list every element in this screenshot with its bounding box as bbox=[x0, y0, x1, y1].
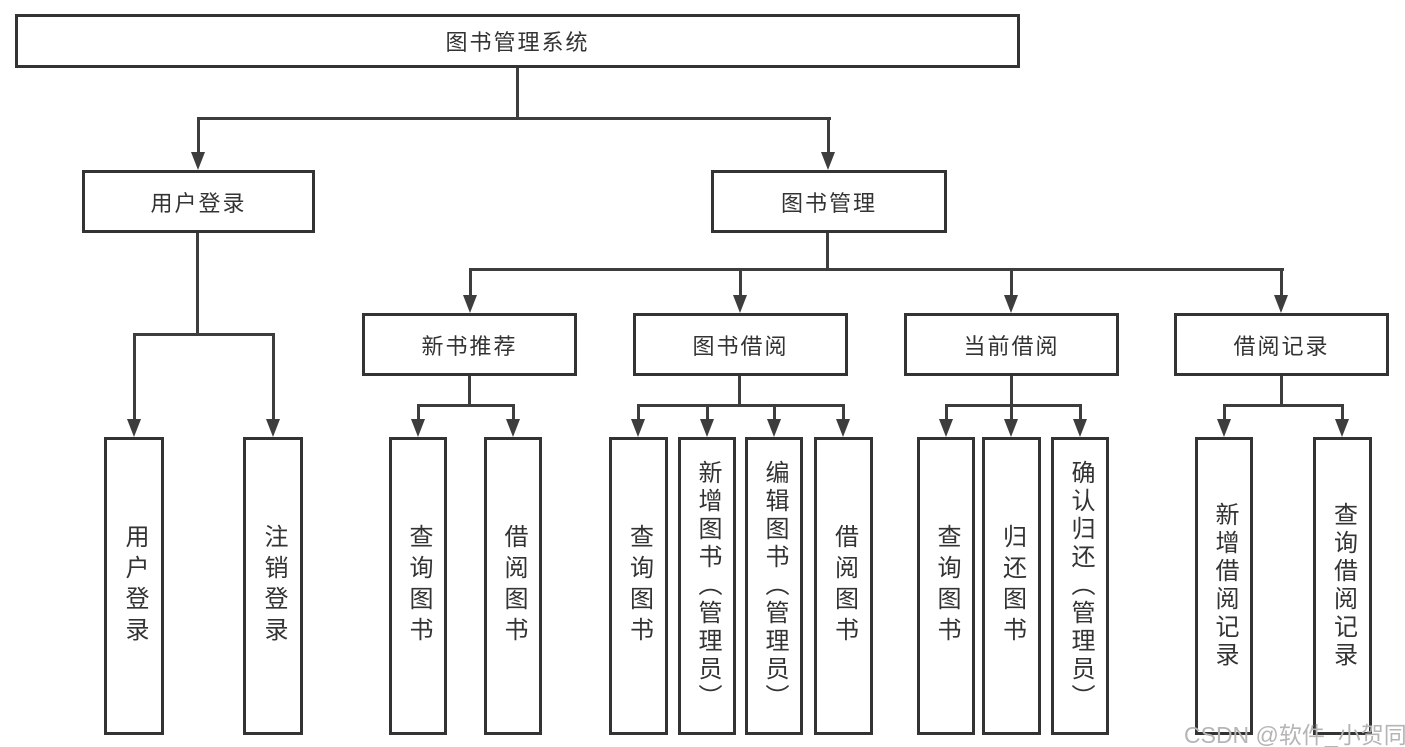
arrowhead-bb-borrow bbox=[836, 419, 850, 437]
node-user-login: 用户登录 bbox=[82, 170, 315, 233]
connector-new-books-stem bbox=[468, 376, 471, 407]
connector-book-borrow-splitter bbox=[637, 404, 845, 407]
connector-drop-nb-query bbox=[417, 404, 420, 419]
leaf-nb-borrow-books-label: 借阅图书 bbox=[500, 524, 527, 648]
connector-drop-login bbox=[133, 333, 136, 419]
node-current-borrow: 当前借阅 bbox=[904, 313, 1119, 376]
leaf-bb-borrow-books: 借阅图书 bbox=[814, 437, 873, 735]
arrowhead-bb-edit bbox=[767, 419, 781, 437]
connector-current-borrow-splitter bbox=[945, 404, 1082, 407]
node-user-login-label: 用户登录 bbox=[150, 190, 247, 216]
arrowhead-new-books bbox=[463, 295, 477, 313]
connector-drop-br-add bbox=[1223, 404, 1226, 419]
connector-drop-nb-borrow bbox=[512, 404, 515, 419]
node-new-books: 新书推荐 bbox=[362, 313, 577, 376]
node-book-mgmt-label: 图书管理 bbox=[780, 190, 877, 216]
connector-book-mgmt-stem bbox=[826, 233, 829, 271]
connector-drop-book-borrow bbox=[739, 268, 742, 295]
connector-user-login-stem bbox=[196, 233, 199, 336]
connector-drop-borrow-records bbox=[1280, 268, 1283, 295]
leaf-cb-return-books: 归还图书 bbox=[982, 437, 1041, 735]
leaf-cb-query-books-label: 查询图书 bbox=[933, 524, 960, 648]
connector-current-borrow-stem bbox=[1010, 376, 1013, 407]
arrowhead-user-login bbox=[191, 152, 205, 170]
arrowhead-book-mgmt bbox=[821, 152, 835, 170]
leaf-br-query-record: 查询借阅记录 bbox=[1313, 437, 1372, 735]
connector-drop-cb-confirm bbox=[1079, 404, 1082, 419]
leaf-bb-add-books: 新增图书（管理员） bbox=[678, 437, 736, 735]
leaf-bb-edit-books-label: 编辑图书（管理员） bbox=[761, 460, 788, 712]
leaf-cb-return-books-label: 归还图书 bbox=[998, 524, 1026, 648]
leaf-nb-query-books: 查询图书 bbox=[389, 437, 447, 735]
arrowhead-bb-query bbox=[631, 419, 645, 437]
arrowhead-logout bbox=[266, 419, 280, 437]
arrowhead-nb-borrow bbox=[506, 419, 520, 437]
arrowhead-cb-query bbox=[939, 419, 953, 437]
leaf-cb-confirm-return: 确认归还（管理员） bbox=[1051, 437, 1109, 735]
leaf-cb-confirm-return-label: 确认归还（管理员） bbox=[1067, 460, 1094, 712]
arrowhead-borrow-records bbox=[1274, 295, 1288, 313]
connector-drop-user-login bbox=[197, 117, 200, 152]
node-borrow-records-label: 借阅记录 bbox=[1233, 333, 1330, 359]
connector-drop-br-query bbox=[1341, 404, 1344, 419]
leaf-login: 用户登录 bbox=[104, 437, 164, 735]
connector-borrow-records-splitter bbox=[1223, 404, 1344, 407]
arrowhead-cb-return bbox=[1004, 419, 1018, 437]
connector-drop-bb-query bbox=[637, 404, 640, 419]
node-borrow-records: 借阅记录 bbox=[1174, 313, 1389, 376]
arrowhead-br-query bbox=[1335, 419, 1349, 437]
arrowhead-book-borrow bbox=[733, 295, 747, 313]
node-book-mgmt: 图书管理 bbox=[711, 170, 947, 233]
leaf-cb-query-books: 查询图书 bbox=[917, 437, 975, 735]
connector-drop-book-mgmt bbox=[827, 117, 830, 152]
connector-user-login-splitter bbox=[133, 333, 275, 336]
leaf-bb-edit-books: 编辑图书（管理员） bbox=[745, 437, 803, 735]
arrowhead-br-add bbox=[1217, 419, 1231, 437]
connector-drop-bb-edit bbox=[773, 404, 776, 419]
leaf-br-query-record-label: 查询借阅记录 bbox=[1329, 502, 1357, 670]
connector-root-splitter bbox=[197, 117, 831, 120]
leaf-bb-query-books-label: 查询图书 bbox=[625, 524, 653, 648]
leaf-nb-borrow-books: 借阅图书 bbox=[484, 437, 542, 735]
leaf-bb-query-books: 查询图书 bbox=[609, 437, 668, 735]
leaf-logout-label: 注销登录 bbox=[260, 524, 287, 648]
node-book-borrow-label: 图书借阅 bbox=[692, 333, 789, 359]
leaf-logout: 注销登录 bbox=[243, 437, 303, 735]
leaf-br-add-record-label: 新增借阅记录 bbox=[1211, 502, 1238, 670]
leaf-br-add-record: 新增借阅记录 bbox=[1195, 437, 1253, 735]
csdn-watermark: CSDN @软件_小贺同学 bbox=[1184, 722, 1405, 747]
arrowhead-login bbox=[127, 419, 141, 437]
connector-drop-current-borrow bbox=[1010, 268, 1013, 295]
node-root-label: 图书管理系统 bbox=[445, 30, 590, 55]
leaf-login-label: 用户登录 bbox=[121, 524, 148, 648]
node-book-borrow: 图书借阅 bbox=[633, 313, 848, 376]
arrowhead-bb-add bbox=[700, 419, 714, 437]
connector-root-stem bbox=[516, 68, 519, 119]
arrowhead-cb-confirm bbox=[1073, 419, 1087, 437]
leaf-bb-add-books-label: 新增图书（管理员） bbox=[694, 460, 721, 712]
connector-drop-bb-borrow bbox=[842, 404, 845, 419]
connector-book-borrow-stem bbox=[738, 376, 741, 407]
connector-borrow-records-stem bbox=[1280, 376, 1283, 407]
connector-drop-bb-add bbox=[706, 404, 709, 419]
node-new-books-label: 新书推荐 bbox=[421, 333, 518, 359]
connector-book-mgmt-splitter bbox=[469, 268, 1284, 271]
arrowhead-current-borrow bbox=[1004, 295, 1018, 313]
connector-drop-new-books bbox=[469, 268, 472, 295]
connector-drop-logout bbox=[272, 333, 275, 419]
connector-drop-cb-return bbox=[1010, 404, 1013, 419]
leaf-nb-query-books-label: 查询图书 bbox=[405, 524, 432, 648]
node-root: 图书管理系统 bbox=[15, 14, 1020, 68]
leaf-bb-borrow-books-label: 借阅图书 bbox=[830, 524, 858, 648]
connector-new-books-splitter bbox=[417, 404, 515, 407]
node-current-borrow-label: 当前借阅 bbox=[963, 333, 1060, 359]
connector-drop-cb-query bbox=[945, 404, 948, 419]
arrowhead-nb-query bbox=[411, 419, 425, 437]
